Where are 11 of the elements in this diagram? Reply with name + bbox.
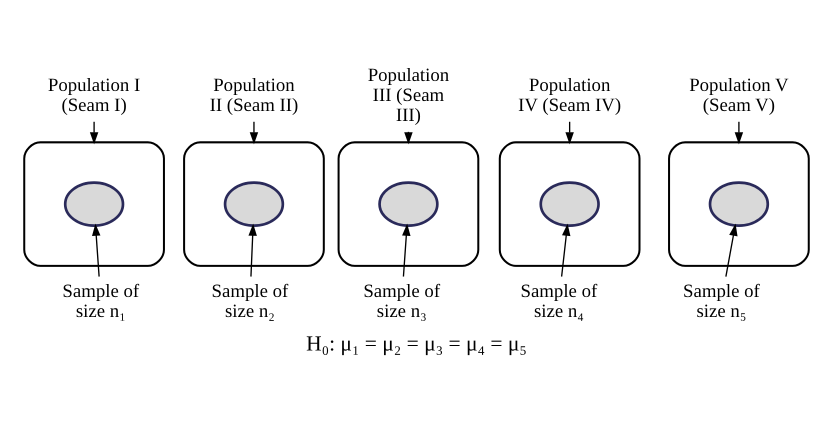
node-text: Sample of size n₅ <box>683 280 760 322</box>
node-text: Sample of size n₃ <box>363 280 440 322</box>
node-text: Population V (Seam V) <box>689 74 789 116</box>
node-text: Population IV (Seam IV) <box>518 74 622 116</box>
node-text: Population II (Seam II) <box>210 74 298 116</box>
node-text: Sample of size n₄ <box>520 280 598 322</box>
node-text: Sample of size n₂ <box>212 280 288 322</box>
node-text: Population III (Seam III) <box>368 64 450 126</box>
node-text: Sample of size n₁ <box>62 280 140 322</box>
node-text: Population I (Seam I) <box>48 74 140 116</box>
caption: H₀: μ₁ = μ₂ = μ₃ = μ₄ = μ₅ <box>306 330 527 355</box>
